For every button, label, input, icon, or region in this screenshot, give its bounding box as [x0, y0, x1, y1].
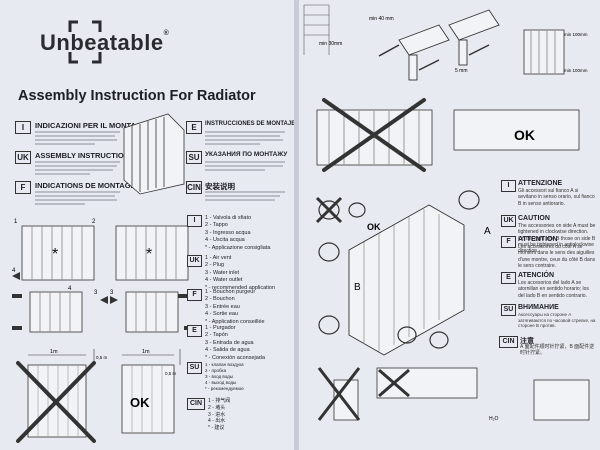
mounting-diagrams: min 40 mm min 30mm 5 mm min 100mm min 10…: [303, 4, 590, 422]
lang-code-uk: UK: [15, 151, 31, 164]
note-text-it: Gli accessori sul fianco A si avvitano i…: [518, 188, 595, 207]
lang-heading-es: INSTRUCCIONES DE MONTAJE: [205, 121, 296, 127]
dim-05m-right: 0,5 m: [165, 371, 177, 376]
parts-code-es: E: [187, 325, 202, 337]
note-code-uk: UK: [501, 215, 516, 227]
diagram-num-3b: 3: [110, 290, 114, 296]
diagram-num-4b: 4: [68, 286, 72, 292]
label-side-a: A: [484, 226, 491, 237]
radiator-illustration: [123, 113, 185, 195]
label-side-b: B: [354, 282, 361, 293]
note-code-it: I: [501, 180, 516, 192]
connection-diagrams: * * 1 2 4 3 3 4: [12, 219, 194, 333]
parts-code-ru: SU: [187, 362, 202, 374]
note-code-ru: SU: [501, 304, 516, 316]
left-page: Unbeatable® Assembly Instruction For Rad…: [0, 0, 296, 450]
instruction-text-lines-right: [205, 131, 285, 201]
ok-label-mount: OK: [514, 127, 535, 143]
diagram-star-1: *: [52, 246, 58, 263]
brand-bracket-icon: [68, 20, 102, 64]
page-title: Assembly Instruction For Radiator: [18, 88, 256, 104]
handling-diagrams: 1m 1m 0,5 m 0,5 m OK: [16, 349, 181, 443]
note-text-es: Los accesorios del lado A se atornillan …: [518, 280, 589, 299]
dim-1m-left: 1m: [50, 349, 58, 355]
note-heading-ru: ВНИМАНИЕ: [518, 304, 559, 311]
diagram-num-4: 4: [12, 268, 16, 274]
right-page: min 40 mm min 30mm 5 mm min 100mm min 10…: [299, 0, 600, 450]
label-5mm: 5 mm: [455, 68, 468, 74]
diagram-num-1: 1: [14, 219, 18, 225]
lang-code-es: E: [186, 121, 202, 134]
parts-code-cn: CIN: [187, 398, 205, 410]
note-heading-it: ATTENZIONE: [518, 180, 563, 187]
note-heading-es: ATENCIÓN: [518, 272, 555, 279]
lang-code-it: I: [15, 121, 31, 134]
ok-label-accessory: OK: [367, 222, 381, 232]
dim-05m-left: 0,5 m: [96, 355, 108, 360]
note-heading-uk: CAUTION: [518, 215, 550, 222]
ok-label-left: OK: [130, 395, 150, 410]
lang-heading-ru: УКАЗАНИЯ ПО МОНТАЖУ: [205, 151, 288, 158]
note-text-uk: The accessories on side A must be tighte…: [518, 223, 596, 254]
brand-logo: Unbeatable®: [40, 30, 170, 55]
instruction-text-lines: [35, 131, 120, 205]
label-min100-top: min 100mm: [564, 32, 588, 37]
dim-1m-right: 1m: [142, 349, 150, 355]
label-min100-bottom: min 100mm: [564, 68, 588, 73]
lang-heading-uk: ASSEMBLY INSTRUCTIONS: [35, 151, 135, 160]
parts-code-it: I: [187, 215, 202, 227]
note-text-fr: Les accessoires du côté A se montent dan…: [518, 244, 596, 269]
note-code-fr: F: [501, 236, 516, 248]
note-heading-fr: ATTENTION: [518, 236, 558, 243]
diagram-num-3: 3: [94, 290, 98, 296]
parts-code-fr: F: [187, 289, 202, 301]
lang-heading-cn: 安装说明: [205, 182, 235, 191]
label-min40: min 40 mm: [369, 16, 394, 22]
diagram-num-2: 2: [92, 219, 96, 225]
lang-code-ru: SU: [186, 151, 202, 164]
page-gutter: [294, 0, 299, 450]
label-h2o: H₂O: [489, 416, 499, 422]
note-code-es: E: [501, 272, 516, 284]
lang-heading-fr: INDICATIONS DE MONTAGE: [35, 181, 136, 190]
lang-code-cn: CIN: [186, 181, 202, 194]
note-heading-cn: 注意: [520, 338, 534, 345]
note-text-ru: Аксессуары на стороне A затягиваются по …: [518, 312, 596, 329]
diagram-star-2: *: [146, 246, 152, 263]
label-min30: min 30mm: [319, 41, 342, 47]
note-text-cn: A 面配件顺时针拧紧，B 面配件逆时针拧紧。: [520, 344, 595, 357]
note-code-cn: CIN: [499, 336, 518, 348]
lang-code-fr: F: [15, 181, 31, 194]
parts-code-uk: UK: [187, 255, 202, 267]
lang-heading-it: INDICAZIONI PER IL MONTAGGIO: [35, 121, 156, 130]
